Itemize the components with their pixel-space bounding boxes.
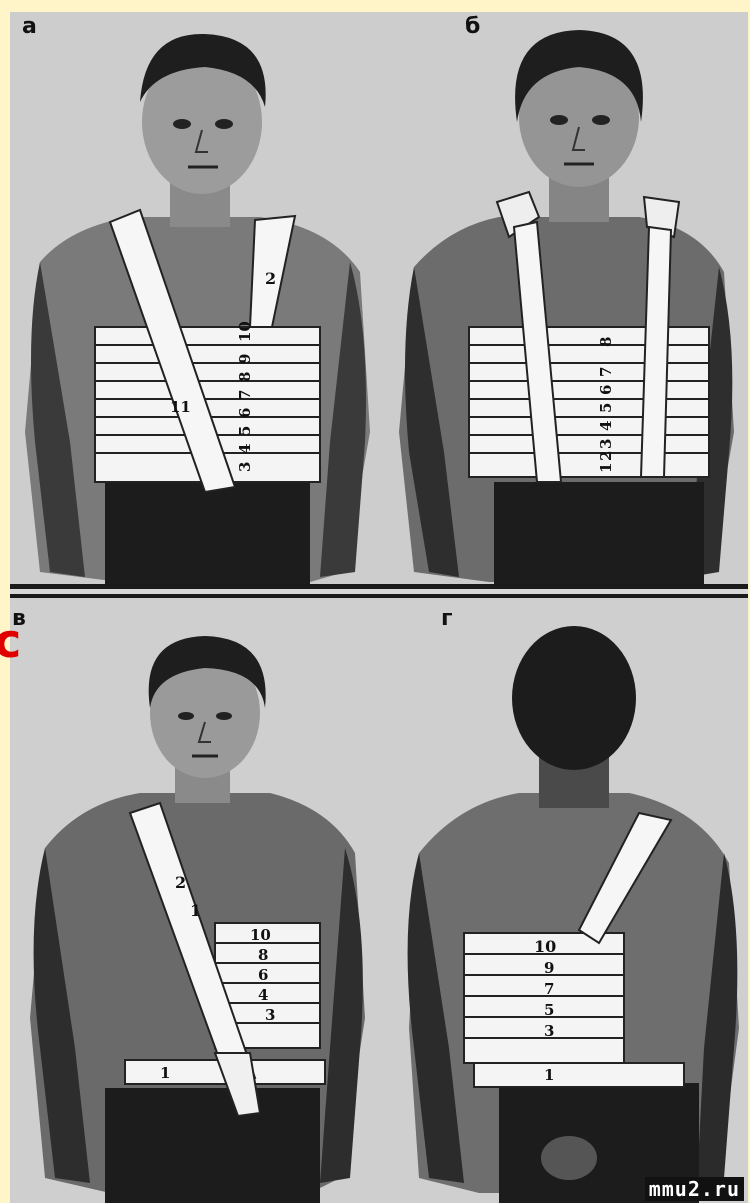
label: 3 (265, 1006, 275, 1024)
panel-b: б 8 7 6 5 4 3 2 1 (379, 12, 748, 590)
label: 8 (258, 946, 268, 964)
panel-v-labels: 2 1 10 8 6 4 3 1 (10, 598, 379, 1203)
label: 3 (544, 1022, 554, 1040)
label: 1 (597, 463, 615, 473)
label: 11 (170, 398, 191, 416)
label: 10 (534, 937, 556, 956)
illustration-frame: а 2 10 9 8 7 6 5 4 3 11 (10, 12, 748, 1203)
panel-divider (10, 584, 748, 598)
panel-v: в 2 1 10 8 6 4 3 1 (10, 598, 379, 1203)
panel-g: г 10 9 7 5 3 1 (379, 598, 748, 1203)
label: 4 (258, 986, 268, 1004)
label: 7 (597, 367, 615, 377)
label: 2 (597, 451, 615, 461)
label: 3 (597, 439, 615, 449)
label: 4 (597, 421, 615, 431)
label: 6 (258, 966, 268, 984)
label: 9 (236, 354, 254, 364)
label: 8 (236, 372, 254, 382)
label: 5 (236, 426, 254, 436)
panel-b-labels: 8 7 6 5 4 3 2 1 (379, 12, 748, 590)
label: 2 (175, 873, 186, 892)
label: 9 (544, 959, 554, 977)
red-edge-mark: c (0, 618, 21, 664)
label: 1 (544, 1066, 554, 1084)
panel-a-labels: 2 10 9 8 7 6 5 4 3 11 (10, 12, 379, 590)
label: 5 (597, 403, 615, 413)
label: 1 (160, 1064, 170, 1082)
label: 3 (236, 462, 254, 472)
watermark: mmu2.ru (645, 1177, 744, 1201)
label: 6 (597, 385, 615, 395)
label: 10 (250, 926, 271, 944)
label: 8 (597, 337, 615, 347)
label: 1 (190, 901, 201, 920)
label: 6 (236, 408, 254, 418)
label: 2 (265, 269, 276, 288)
label: 5 (544, 1001, 554, 1019)
label: 4 (236, 444, 254, 454)
panel-g-labels: 10 9 7 5 3 1 (379, 598, 748, 1203)
panel-a: а 2 10 9 8 7 6 5 4 3 11 (10, 12, 379, 590)
label: 7 (236, 390, 254, 400)
label: 7 (544, 980, 554, 998)
label: 10 (236, 321, 254, 342)
